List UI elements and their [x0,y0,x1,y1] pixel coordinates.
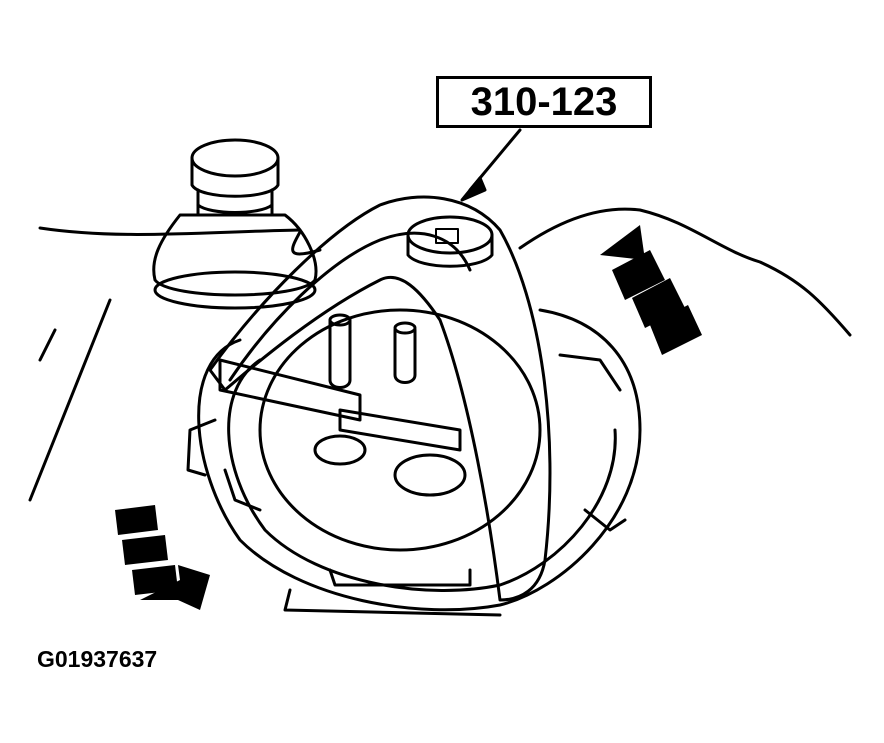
tank-surface [28,207,852,502]
lock-ring [186,308,642,617]
filler-neck [152,138,318,310]
figure-id: G01937637 [37,646,158,672]
special-tool-wrench [208,195,552,602]
callout-leader [460,128,522,202]
rotation-arrow-lower-left [115,505,210,610]
rotation-arrow-upper-right [600,225,702,355]
pump-module [218,308,542,552]
tool-number-label: 310-123 [470,79,618,124]
callout-box: 310-123 [436,76,652,128]
